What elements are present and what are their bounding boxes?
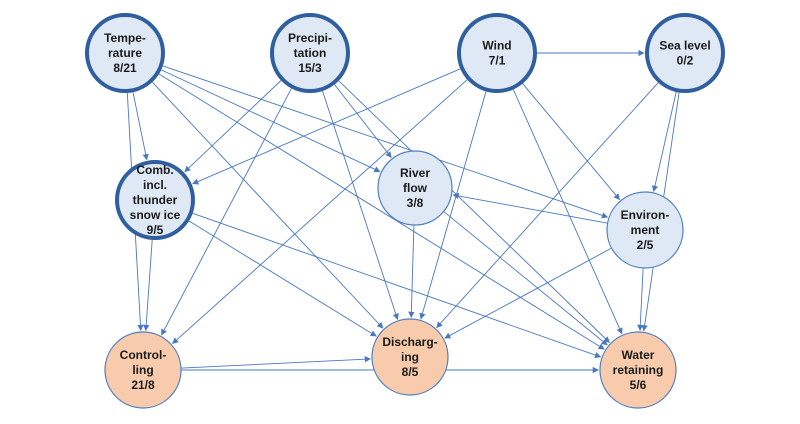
edge-wind-to-environment	[522, 83, 621, 201]
node-label-river-flow-line-0: River	[400, 166, 430, 180]
edge-temperature-to-discharging	[152, 81, 384, 329]
node-label-discharging-line-1: ing	[401, 350, 419, 364]
edge-controlling-to-discharging	[181, 356, 372, 369]
edge-wind-to-controlling	[172, 79, 468, 345]
node-circle-precipitation	[270, 13, 350, 93]
node-label-discharging-line-0: Discharg-	[382, 335, 437, 349]
node-label-combined-line-0: Comb.	[136, 163, 173, 177]
node-label-wind-line-0: Wind	[482, 39, 511, 53]
node-label-environment-line-2: 2/5	[637, 238, 654, 252]
node-label-controlling-line-2: 21/8	[131, 378, 155, 392]
edge-precipitation-to-river-flow	[334, 84, 392, 158]
edge-precipitation-to-combined	[184, 80, 282, 173]
edge-sea-level-to-environment	[651, 91, 677, 193]
edges-layer	[126, 49, 680, 374]
node-label-river-flow-line-1: flow	[403, 181, 428, 195]
node-circle-temperature	[85, 13, 165, 93]
node-label-environment-line-0: Environ-	[621, 208, 670, 222]
edge-temperature-to-water-retaining	[158, 73, 605, 350]
node-label-precipitation-line-1: tation	[294, 46, 327, 60]
node-label-temperature-line-0: Tempe-	[104, 31, 146, 45]
node-label-combined-line-4: 9/5	[147, 223, 164, 237]
edge-river-flow-to-water-retaining	[443, 211, 608, 346]
node-label-controlling-line-0: Control-	[120, 348, 167, 362]
edge-precipitation-to-controlling	[161, 88, 292, 336]
node-circle-controlling	[104, 331, 182, 409]
node-circle-wind	[457, 13, 537, 93]
edge-wind-to-discharging	[419, 91, 487, 320]
node-circle-discharging	[371, 318, 449, 396]
node-label-temperature-line-2: 8/21	[113, 61, 137, 75]
node-label-water-retaining-line-1: retaining	[613, 363, 664, 377]
node-circle-river-flow	[377, 150, 453, 226]
node-label-temperature-line-1: rature	[108, 46, 142, 60]
edge-precipitation-to-water-retaining	[338, 80, 610, 343]
node-label-combined-line-1: incl.	[143, 178, 167, 192]
node-circle-combined	[115, 160, 195, 240]
node-label-water-retaining-line-0: Water	[622, 348, 655, 362]
node-label-river-flow-line-2: 3/8	[407, 196, 424, 210]
edge-temperature-to-environment	[162, 65, 609, 219]
edge-combined-to-controlling	[143, 239, 153, 332]
node-circle-water-retaining	[599, 331, 677, 409]
node-label-sea-level-line-1: 0/2	[677, 54, 694, 68]
node-label-combined-line-2: thunder	[133, 193, 178, 207]
node-label-wind-line-1: 7/1	[489, 54, 506, 68]
node-label-water-retaining-line-2: 5/6	[630, 378, 647, 392]
node-circle-environment	[606, 191, 684, 269]
edge-wind-to-water-retaining	[512, 89, 623, 335]
node-label-precipitation-line-0: Precipi-	[288, 31, 332, 45]
node-label-environment-line-1: ment	[631, 223, 660, 237]
node-label-sea-level-line-0: Sea level	[659, 39, 710, 53]
edge-environment-to-river-flow	[452, 192, 608, 224]
edge-temperature-to-combined	[132, 92, 149, 161]
edge-river-flow-to-discharging	[408, 225, 415, 319]
node-label-discharging-line-2: 8/5	[402, 365, 419, 379]
edge-environment-to-discharging	[444, 248, 612, 339]
edge-temperature-to-river-flow	[161, 69, 381, 173]
edge-combined-to-discharging	[188, 220, 377, 337]
node-label-precipitation-line-2: 15/3	[298, 61, 322, 75]
node-label-controlling-line-1: ling	[132, 363, 153, 377]
edge-sea-level-to-discharging	[436, 82, 659, 329]
node-label-combined-line-3: snow ice	[130, 208, 181, 222]
edge-wind-to-combined	[192, 68, 461, 185]
edge-environment-to-water-retaining	[637, 268, 644, 332]
edge-combined-to-water-retaining	[192, 212, 602, 358]
node-circle-sea-level	[645, 13, 725, 93]
